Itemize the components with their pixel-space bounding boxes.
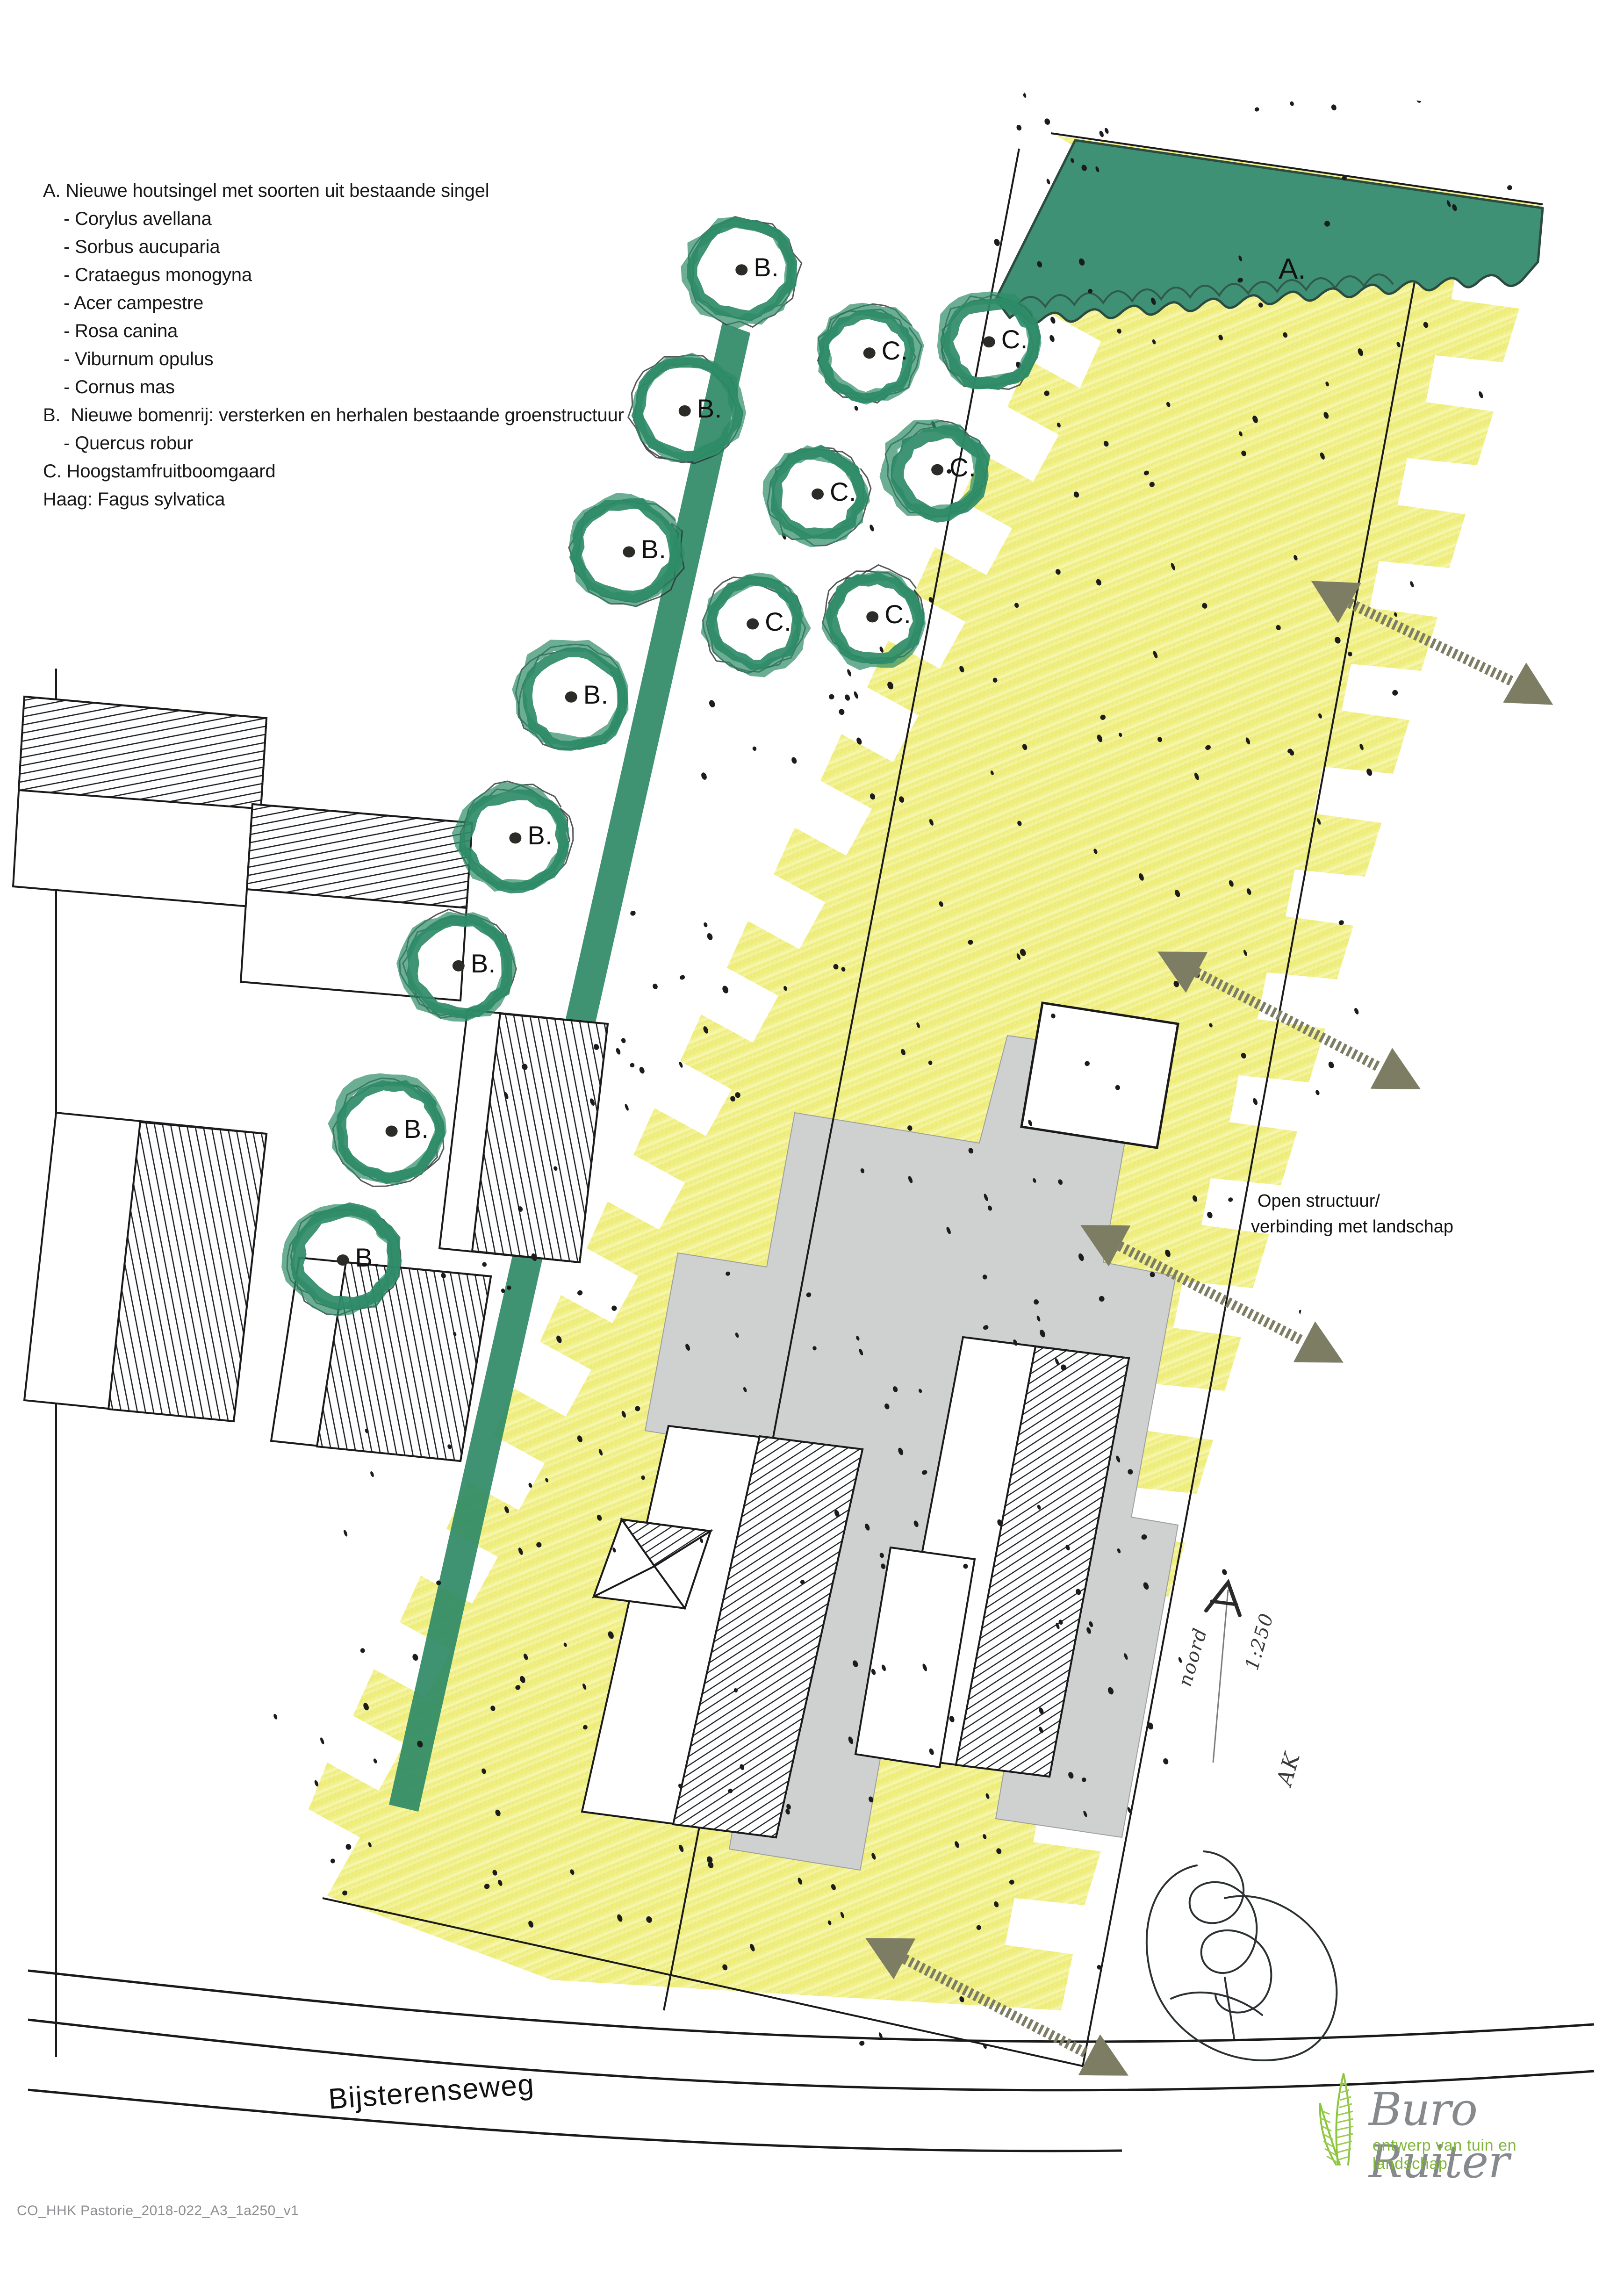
buildings-left	[12, 695, 609, 1462]
building	[12, 695, 268, 908]
building	[854, 1546, 976, 1769]
file-code-label: CO_HHK Pastorie_2018-022_A3_1a250_v1	[17, 2203, 299, 2218]
tree-circles	[281, 216, 1042, 1317]
legend-line-c: C. Hoogstamfruitboomgaard	[43, 461, 276, 482]
legend-species-3: - Crataegus monogyna	[64, 265, 252, 285]
building-pavilion	[592, 1517, 713, 1611]
logo-tagline: ontwerp van tuin en landschap	[1373, 2137, 1517, 2173]
road-bijsterenseweg	[28, 1969, 1595, 2152]
buildings-center	[581, 1336, 1130, 1839]
legend-line-b: B. Nieuwe bomenrij: versterken en herhal…	[43, 405, 624, 425]
fern-icon	[1319, 2073, 1354, 2166]
logo-brand-name: Buro Ruiter	[1369, 2083, 1509, 2188]
legend-species-5: - Rosa canina	[64, 321, 178, 341]
legend-species-6: - Viburnum opulus	[64, 349, 214, 369]
building	[438, 1008, 609, 1264]
legend-block: A. Nieuwe houtsingel met soorten uit bes…	[43, 177, 838, 513]
legend-line-haag: Haag: Fagus sylvatica	[43, 489, 225, 510]
company-logo: Buro Ruiter ontwerp van tuin en landscha…	[1309, 2071, 1571, 2188]
legend-line-a: A. Nieuwe houtsingel met soorten uit bes…	[43, 180, 489, 201]
hedge-a-houtsingel	[994, 139, 1544, 325]
building	[23, 1111, 268, 1423]
building	[239, 803, 474, 1002]
legend-species-1: - Corylus avellana	[64, 209, 212, 229]
legend-species-7: - Cornus mas	[64, 377, 175, 397]
north-arrow	[1204, 1578, 1242, 1763]
legend-species-8: - Quercus robur	[64, 433, 194, 453]
connection-arrows	[865, 581, 1553, 2076]
legend-species-2: - Sorbus aucuparia	[64, 237, 220, 257]
legend-species-4: - Acer campestre	[64, 293, 204, 313]
signature	[1145, 1850, 1338, 2061]
